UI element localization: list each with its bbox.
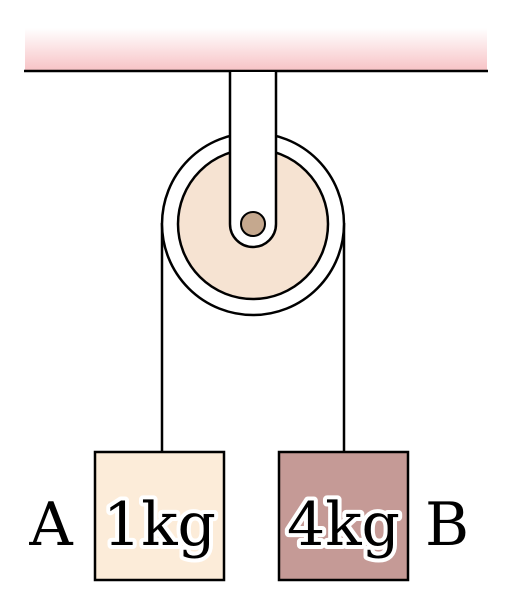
ceiling-hatch <box>25 28 487 72</box>
pulley-axle <box>240 211 266 237</box>
block-a <box>93 450 226 582</box>
block-a-mass-label: 1kg <box>103 490 216 560</box>
pulley-bracket <box>228 72 278 249</box>
block-b <box>277 450 410 582</box>
block-b-mass-label: 4kg <box>287 490 400 560</box>
block-a-letter: A <box>28 490 73 560</box>
block-b-letter: B <box>425 490 469 560</box>
